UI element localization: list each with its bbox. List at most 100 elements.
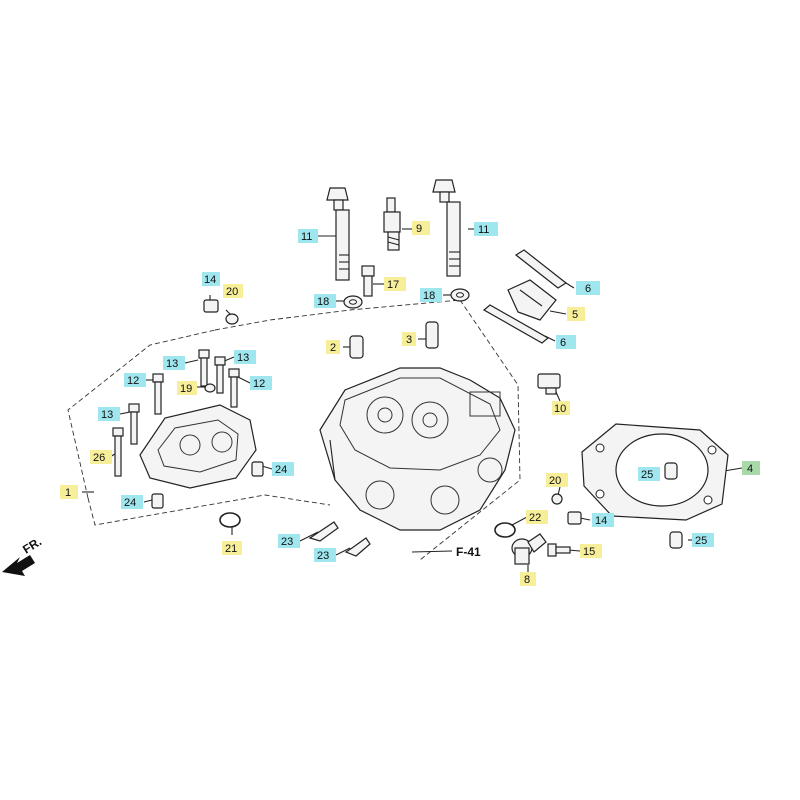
- section-reference: F-41: [456, 545, 481, 559]
- washer-20-lower: [551, 493, 563, 505]
- callout-box-8: [520, 572, 536, 586]
- callout-box-14b: [592, 513, 614, 527]
- callout-box-17: [384, 277, 406, 291]
- washer-20-upper: [225, 313, 239, 325]
- shaft-6-upper: [514, 249, 568, 289]
- callout-box-21: [222, 541, 242, 555]
- callout-23a: 23: [281, 536, 293, 548]
- callout-15: 15: [583, 546, 595, 558]
- callout-18b: 18: [423, 290, 435, 302]
- dowel-24-left: [151, 493, 164, 509]
- callout-25a: 25: [641, 469, 653, 481]
- callout-20b: 20: [549, 475, 561, 487]
- callout-box-23a: [278, 534, 300, 548]
- callout-13a: 13: [166, 358, 178, 370]
- callout-box-18b: [420, 288, 442, 302]
- camshaft-holder: [139, 404, 257, 489]
- callout-box-25b: [692, 533, 714, 547]
- callout-25b: 25: [695, 535, 707, 547]
- callouts: 1 2 3 4 5 6 6 8 9 10 11 11 12 12 13 13 1: [60, 221, 760, 586]
- front-label: FR.: [20, 534, 44, 556]
- callout-box-2: [326, 340, 340, 354]
- callout-2: 2: [330, 342, 336, 354]
- callout-11b: 11: [478, 224, 489, 236]
- callout-13b: 13: [237, 352, 249, 364]
- front-arrow-icon: FR.: [2, 534, 44, 576]
- callout-box-10: [552, 401, 570, 415]
- o-ring-22: [494, 522, 516, 538]
- callout-13c: 13: [101, 409, 113, 421]
- callout-box-6b: [556, 335, 576, 349]
- spark-plug: [383, 197, 401, 251]
- callout-box-1: [60, 485, 78, 499]
- callout-box-24a: [272, 462, 294, 476]
- o-ring-21: [219, 512, 241, 528]
- callout-12a: 12: [127, 375, 139, 387]
- stud-23-lower: [344, 537, 371, 557]
- callout-24a: 24: [275, 464, 287, 476]
- dowel-25-upper: [664, 462, 678, 480]
- callout-box-26: [90, 450, 112, 464]
- plug-14-lower: [567, 511, 582, 525]
- dowel-24-right: [251, 461, 264, 477]
- water-elbow-8: [511, 533, 547, 565]
- callout-8: 8: [524, 574, 530, 586]
- callout-box-23b: [314, 548, 336, 562]
- callout-23b: 23: [317, 550, 329, 562]
- callout-17: 17: [387, 279, 399, 291]
- callout-24b: 24: [124, 497, 136, 509]
- callout-box-19: [177, 381, 197, 395]
- callout-box-14a: [202, 272, 220, 286]
- dowel-2: [349, 335, 364, 359]
- long-bolt-right: [432, 179, 461, 277]
- callout-14b: 14: [595, 515, 607, 527]
- callout-box-25a: [638, 467, 660, 481]
- shaft-6-lower: [482, 304, 550, 344]
- callout-3: 3: [406, 334, 412, 346]
- callout-box-13c: [98, 407, 120, 421]
- callout-1: 1: [65, 487, 71, 499]
- callout-22: 22: [529, 512, 541, 524]
- plug-14-upper: [203, 299, 219, 313]
- callout-box-9: [412, 221, 430, 235]
- bracket-5: [507, 279, 557, 321]
- callout-box-6a: [576, 281, 600, 295]
- callout-18a: 18: [317, 296, 329, 308]
- callout-4: 4: [747, 463, 753, 475]
- callout-19: 19: [180, 383, 192, 395]
- callout-14a: 14: [204, 274, 216, 286]
- callout-box-5: [567, 307, 585, 321]
- dowel-3: [425, 321, 439, 349]
- callout-box-3: [402, 332, 416, 346]
- washer-19: [204, 383, 216, 393]
- stud-23-upper: [308, 521, 339, 542]
- callout-box-11b: [474, 222, 498, 236]
- cylinder-head-body: [319, 367, 516, 531]
- callout-box-20a: [223, 284, 243, 298]
- holder-bolts: [112, 349, 240, 477]
- long-bolt-left: [326, 187, 350, 281]
- callout-box-13a: [163, 356, 185, 370]
- callout-box-18a: [314, 294, 336, 308]
- callout-box-20b: [546, 473, 568, 487]
- callout-11a: 11: [301, 231, 312, 243]
- assembly-outlines: [67, 299, 521, 561]
- bolt-15: [547, 543, 571, 557]
- callout-6a: 6: [585, 283, 591, 295]
- callout-box-11a: [298, 229, 318, 243]
- callout-box-12b: [250, 376, 272, 390]
- dowel-25-lower: [669, 531, 683, 549]
- callout-box-12a: [124, 373, 146, 387]
- callout-box-22: [526, 510, 548, 524]
- bolt-17: [361, 265, 375, 297]
- callout-21: 21: [225, 543, 237, 555]
- callout-6b: 6: [560, 337, 566, 349]
- temp-sensor-10: [537, 373, 561, 395]
- callout-10: 10: [554, 403, 566, 415]
- callout-box-15: [580, 544, 602, 558]
- callout-12b: 12: [253, 378, 265, 390]
- callout-box-4: [742, 461, 760, 475]
- callout-box-13b: [234, 350, 256, 364]
- callout-5: 5: [572, 309, 578, 321]
